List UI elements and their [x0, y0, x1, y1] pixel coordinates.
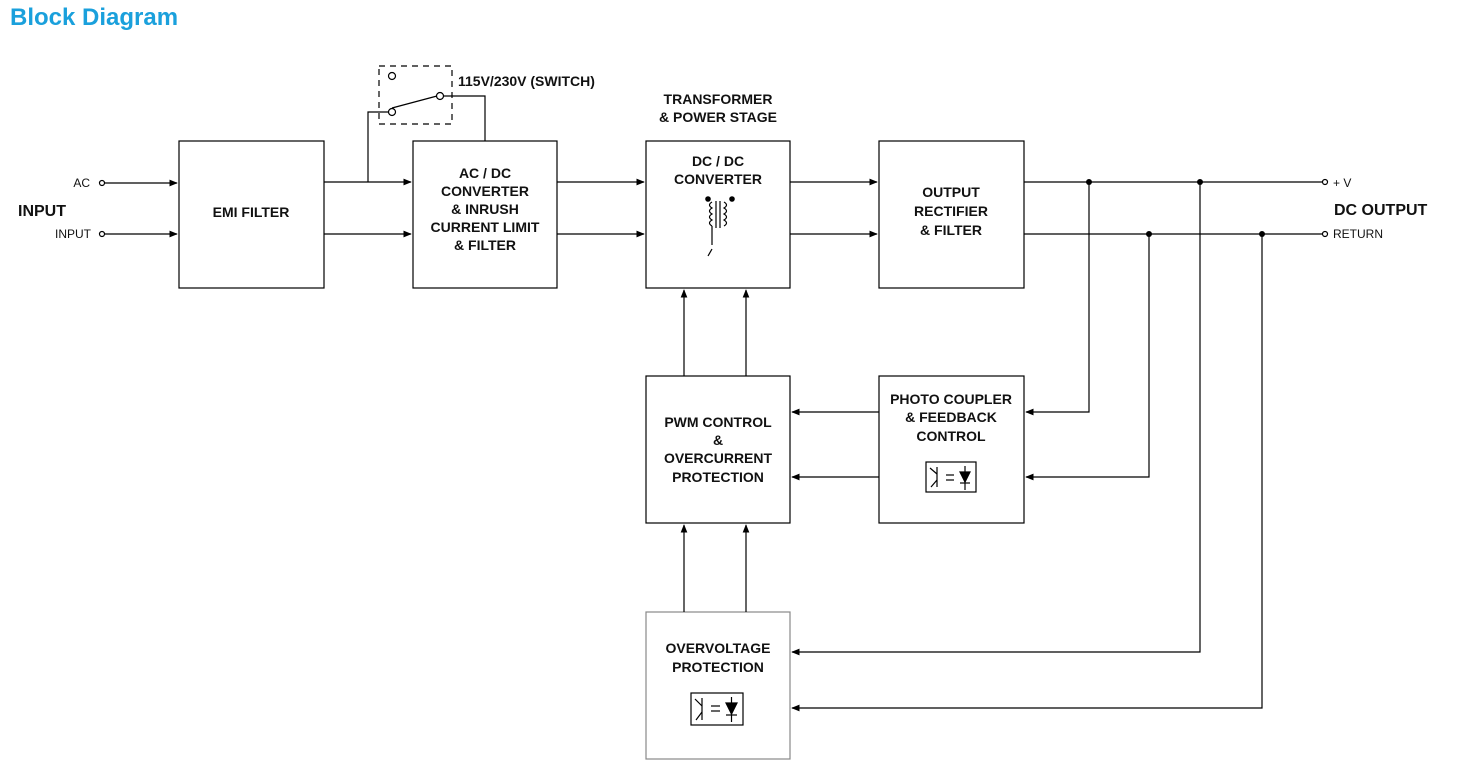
input-group-label: INPUT [18, 203, 66, 220]
page-title: Block Diagram [10, 4, 179, 31]
input-ac-terminal [98, 179, 106, 187]
dcdc-converter-block: DC / DC CONVERTER [645, 140, 791, 289]
wire-return-to-ovp [791, 234, 1263, 712]
input-terminal [98, 230, 106, 238]
transformer-caption-line2: & POWER STAGE [659, 109, 777, 125]
emi-filter-label: EMI FILTER [213, 204, 290, 220]
photo-label-line3: CONTROL [916, 428, 986, 444]
pwm-label-line3: OVERCURRENT [664, 450, 773, 466]
dcdc-label-line2: CONVERTER [674, 171, 762, 187]
wire-positive-to-photo [1025, 182, 1090, 416]
input-line2-label: INPUT [55, 227, 92, 241]
photo-label-line1: PHOTO COUPLER [890, 391, 1012, 407]
transformer-icon [705, 196, 735, 257]
optocoupler-icon [925, 461, 977, 493]
photo-label-line2: & FEEDBACK [905, 409, 997, 425]
acdc-label-line3: & INRUSH [451, 201, 519, 217]
overvoltage-protection-block: OVERVOLTAGE PROTECTION [645, 611, 791, 760]
switch-label: 115V/230V (SWITCH) [458, 73, 595, 89]
wire-return-to-photo [1025, 234, 1150, 481]
acdc-converter-block: AC / DC CONVERTER & INRUSH CURRENT LIMIT… [412, 140, 558, 289]
acdc-label-line4: CURRENT LIMIT [431, 219, 540, 235]
pwm-label-line4: PROTECTION [672, 469, 764, 485]
rectifier-label-line3: & FILTER [920, 222, 982, 238]
output-group-label: DC OUTPUT [1334, 202, 1428, 219]
ovp-label-line1: OVERVOLTAGE [665, 640, 770, 656]
rectifier-label-line1: OUTPUT [922, 184, 980, 200]
transformer-caption-line1: TRANSFORMER [664, 91, 773, 107]
pwm-label-line1: PWM CONTROL [664, 414, 772, 430]
output-positive-label: + V [1333, 176, 1351, 190]
dcdc-label-line1: DC / DC [692, 153, 744, 169]
photo-coupler-block: PHOTO COUPLER & FEEDBACK CONTROL [878, 375, 1025, 524]
pwm-label-line2: & [713, 432, 723, 448]
input-ac-label: AC [73, 176, 90, 190]
output-rectifier-block: OUTPUT RECTIFIER & FILTER [878, 140, 1025, 289]
acdc-label-line5: & FILTER [454, 237, 516, 253]
acdc-label-line2: CONVERTER [441, 183, 529, 199]
pwm-control-block: PWM CONTROL & OVERCURRENT PROTECTION [645, 375, 791, 524]
optocoupler-icon [690, 692, 744, 726]
rectifier-label-line2: RECTIFIER [914, 203, 988, 219]
acdc-label-line1: AC / DC [459, 165, 511, 181]
positive-terminal [1321, 178, 1329, 186]
emi-filter-block: EMI FILTER [178, 140, 325, 289]
output-return-label: RETURN [1333, 227, 1383, 241]
ovp-label-line2: PROTECTION [672, 659, 764, 675]
return-terminal [1321, 230, 1329, 238]
wire-positive-to-ovp [791, 182, 1201, 656]
voltage-selector-switch: 115V/230V (SWITCH) [367, 65, 595, 182]
